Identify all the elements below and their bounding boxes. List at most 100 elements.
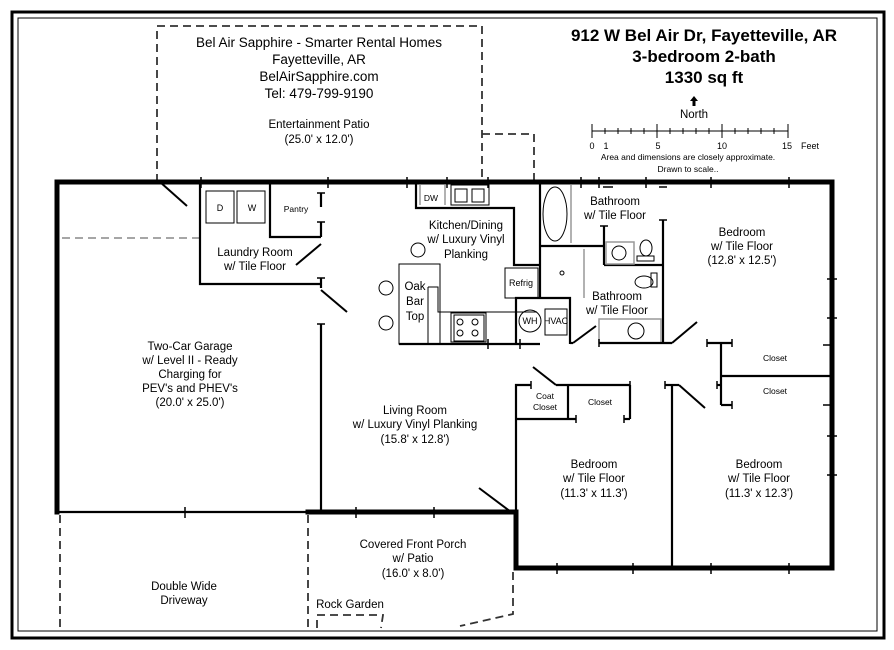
shower-drain [559, 270, 565, 276]
bedroom2-name: Bedroom [571, 459, 618, 471]
stool-icon [410, 242, 426, 258]
kitchen-floor-1: w/ Luxury Vinyl [426, 234, 504, 246]
living-name: Living Room [383, 405, 447, 417]
dryer-label: D [217, 203, 224, 213]
master-bedroom-floor: w/ Tile Floor [710, 241, 773, 253]
hvac-label: HVAC [544, 316, 569, 326]
bedroom3-door[interactable] [678, 384, 706, 409]
laundry-name: Laundry Room [217, 247, 292, 259]
washer-label: W [248, 203, 257, 213]
laundry-pantry-door[interactable] [295, 243, 322, 266]
entertainment-patio-outline [156, 25, 535, 182]
coat-closet-door[interactable] [532, 366, 557, 386]
rock-garden-label: Rock Garden [316, 599, 384, 611]
bedroom-walls-bottom [514, 381, 679, 568]
garage-patio-door[interactable] [159, 181, 188, 207]
scale-unit: Feet [801, 141, 820, 151]
door-swings[interactable] [159, 181, 706, 513]
front-door[interactable] [478, 487, 512, 513]
page-border-inner [17, 17, 878, 632]
garage-living-wall [317, 323, 325, 512]
water-heater [518, 309, 542, 333]
bath2-floor: w/ Tile Floor [585, 305, 648, 317]
closet-a-label: Closet [763, 353, 788, 363]
sink [611, 245, 627, 261]
driveway-line-1: Double Wide [151, 581, 217, 593]
washer-box [236, 190, 266, 224]
garage-door[interactable] [320, 289, 348, 313]
porch-name: Covered Front Porch [360, 539, 467, 551]
stove [450, 312, 487, 343]
closet-c-label: Closet [588, 397, 613, 407]
living-floor: w/ Luxury Vinyl Planking [352, 419, 477, 431]
address-title: 912 W Bel Air Dr, Fayetteville, AR [571, 26, 837, 45]
bath2-door[interactable] [572, 325, 597, 344]
scale-tick-15: 15 [782, 141, 792, 151]
page-border-outer [10, 10, 886, 640]
coat-closet-label-2: Closet [533, 402, 558, 412]
stool-icon [378, 315, 394, 331]
scale-tick-1: 1 [603, 141, 608, 151]
patio-dims: (25.0' x 12.0') [285, 134, 354, 146]
sink [627, 322, 645, 340]
company-name: Bel Air Sapphire - Smarter Rental Homes [196, 35, 442, 50]
garage-dims: (20.0' x 25.0') [156, 397, 225, 409]
master-bedroom-name: Bedroom [719, 227, 766, 239]
laundry-room-walls [198, 182, 325, 288]
garage-line-3: Charging for [158, 369, 221, 381]
master-bedroom-door[interactable] [671, 321, 698, 344]
closet-b-label: Closet [763, 386, 788, 396]
toilet [634, 275, 654, 289]
wall-ticks [184, 177, 837, 574]
north-label: North [680, 109, 708, 121]
patio-name: Entertainment Patio [268, 119, 369, 131]
porch-dims: (16.0' x 8.0') [382, 568, 445, 580]
dishwasher-label: DW [424, 193, 438, 203]
sink [450, 184, 490, 206]
bedroom3-dims: (11.3' x 12.3') [725, 488, 793, 500]
bar-label-1: Oak [404, 281, 425, 293]
hvac-unit [544, 308, 568, 336]
bedroom2-floor: w/ Tile Floor [562, 473, 625, 485]
company-phone[interactable]: Tel: 479-799-9190 [265, 86, 374, 101]
refrigerator-label: Refrig [509, 278, 533, 288]
garage-line-1: Two-Car Garage [147, 341, 232, 353]
scale-note: Area and dimensions are closely approxim… [601, 152, 775, 162]
scale-tick-0: 0 [589, 141, 594, 151]
bathtub [542, 186, 568, 242]
exterior-dashed [59, 515, 514, 629]
water-heater-label: WH [523, 316, 538, 326]
porch-floor: w/ Patio [392, 553, 434, 565]
bathroom-walls [538, 182, 672, 347]
scale-tick-10: 10 [717, 141, 727, 151]
scale-bar [591, 124, 789, 138]
north-arrow-icon [690, 96, 698, 106]
company-website[interactable]: BelAirSapphire.com [259, 69, 378, 84]
driveway-line-2: Driveway [160, 595, 208, 607]
bedroom3-name: Bedroom [736, 459, 783, 471]
kitchen-name: Kitchen/Dining [429, 220, 503, 232]
utility-room [514, 296, 572, 344]
bath1-floor: w/ Tile Floor [583, 210, 646, 222]
scale-tick-5: 5 [655, 141, 660, 151]
dryer-box [205, 190, 235, 224]
garage-line-2: w/ Level II - Ready [141, 355, 237, 367]
pantry-label: Pantry [284, 204, 309, 214]
bath1-name: Bathroom [590, 196, 640, 208]
scale-note-2: Drawn to scale.. [658, 164, 719, 174]
company-city: Fayetteville, AR [272, 52, 366, 67]
living-dims: (15.8' x 12.8') [381, 434, 450, 446]
closet-walls-right [706, 339, 832, 409]
master-bedroom-dims: (12.8' x 12.5') [708, 255, 777, 267]
laundry-floor: w/ Tile Floor [223, 261, 286, 273]
kitchen-floor-2: Planking [444, 249, 488, 261]
coat-closet-label-1: Coat [536, 391, 555, 401]
garage-line-4: PEV's and PHEV's [142, 383, 238, 395]
layout-title: 3-bedroom 2-bath [632, 47, 776, 66]
stool-icon [378, 280, 394, 296]
toilet [639, 239, 653, 257]
bedroom2-dims: (11.3' x 11.3') [560, 488, 627, 500]
bath2-name: Bathroom [592, 291, 642, 303]
bar-label-2: Bar [406, 296, 424, 308]
